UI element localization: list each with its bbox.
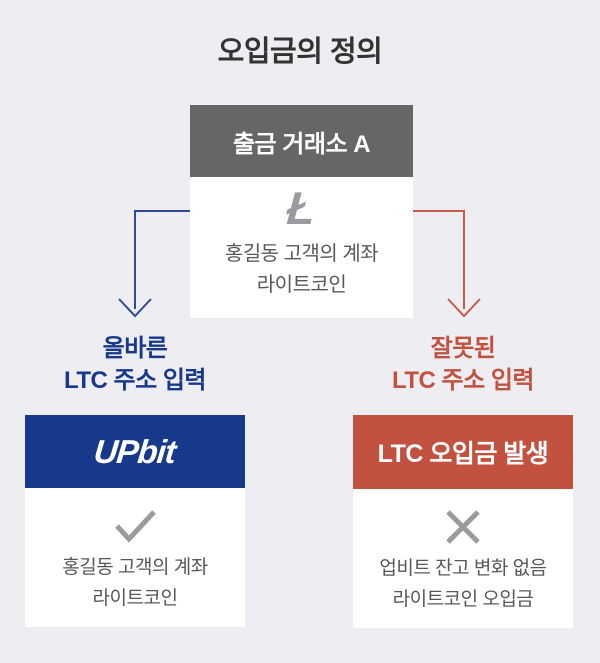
- correct-address-label: 올바른 LTC 주소 입력: [25, 333, 245, 397]
- litecoin-icon: Ł: [285, 182, 318, 234]
- misdeposit-result-card: LTC 오입금 발생 업비트 잔고 변화 없음 라이트코인 오입금: [353, 415, 573, 628]
- upbit-result-card: UPbit 홍길동 고객의 계좌 라이트코인: [25, 415, 245, 627]
- upbit-card-body: 홍길동 고객의 계좌 라이트코인: [25, 488, 245, 627]
- right-arrow-icon: [413, 210, 481, 318]
- upbit-card-description: 홍길동 고객의 계좌 라이트코인: [62, 552, 208, 614]
- page-title: 오입금의 정의: [217, 36, 383, 68]
- source-body-line2: 라이트코인: [256, 274, 347, 296]
- upbit-body-line1: 홍길동 고객의 계좌: [62, 557, 208, 578]
- source-exchange-box: 출금 거래소 A Ł 홍길동 고객의 계좌 라이트코인: [190, 105, 413, 318]
- wrong-address-label-line2: LTC 주소 입력: [391, 367, 535, 394]
- misdeposit-card-description: 업비트 잔고 변화 없음 라이트코인 오입금: [379, 553, 547, 615]
- source-exchange-header: 출금 거래소 A: [190, 105, 413, 177]
- source-exchange-description: 홍길동 고객의 계좌 라이트코인: [224, 239, 379, 301]
- correct-address-label-line2: LTC 주소 입력: [63, 367, 207, 394]
- check-icon: [109, 504, 161, 548]
- misdeposit-body-line1: 업비트 잔고 변화 없음: [379, 558, 547, 579]
- source-body-line1: 홍길동 고객의 계좌: [224, 243, 379, 265]
- source-exchange-body: Ł 홍길동 고객의 계좌 라이트코인: [190, 177, 413, 318]
- wrong-address-label-line1: 잘못된: [430, 335, 496, 362]
- x-icon: [442, 505, 484, 549]
- correct-address-label-line1: 올바른: [102, 335, 168, 362]
- upbit-body-line2: 라이트코인: [92, 588, 178, 609]
- misdeposit-body-line2: 라이트코인 오입금: [392, 589, 534, 610]
- left-arrow-icon: [118, 210, 190, 318]
- upbit-card-header: UPbit: [25, 415, 245, 488]
- upbit-logo: UPbit: [92, 432, 178, 470]
- misdeposit-card-header: LTC 오입금 발생: [353, 415, 573, 489]
- misdeposit-card-body: 업비트 잔고 변화 없음 라이트코인 오입금: [353, 489, 573, 628]
- wrong-address-label: 잘못된 LTC 주소 입력: [353, 333, 573, 397]
